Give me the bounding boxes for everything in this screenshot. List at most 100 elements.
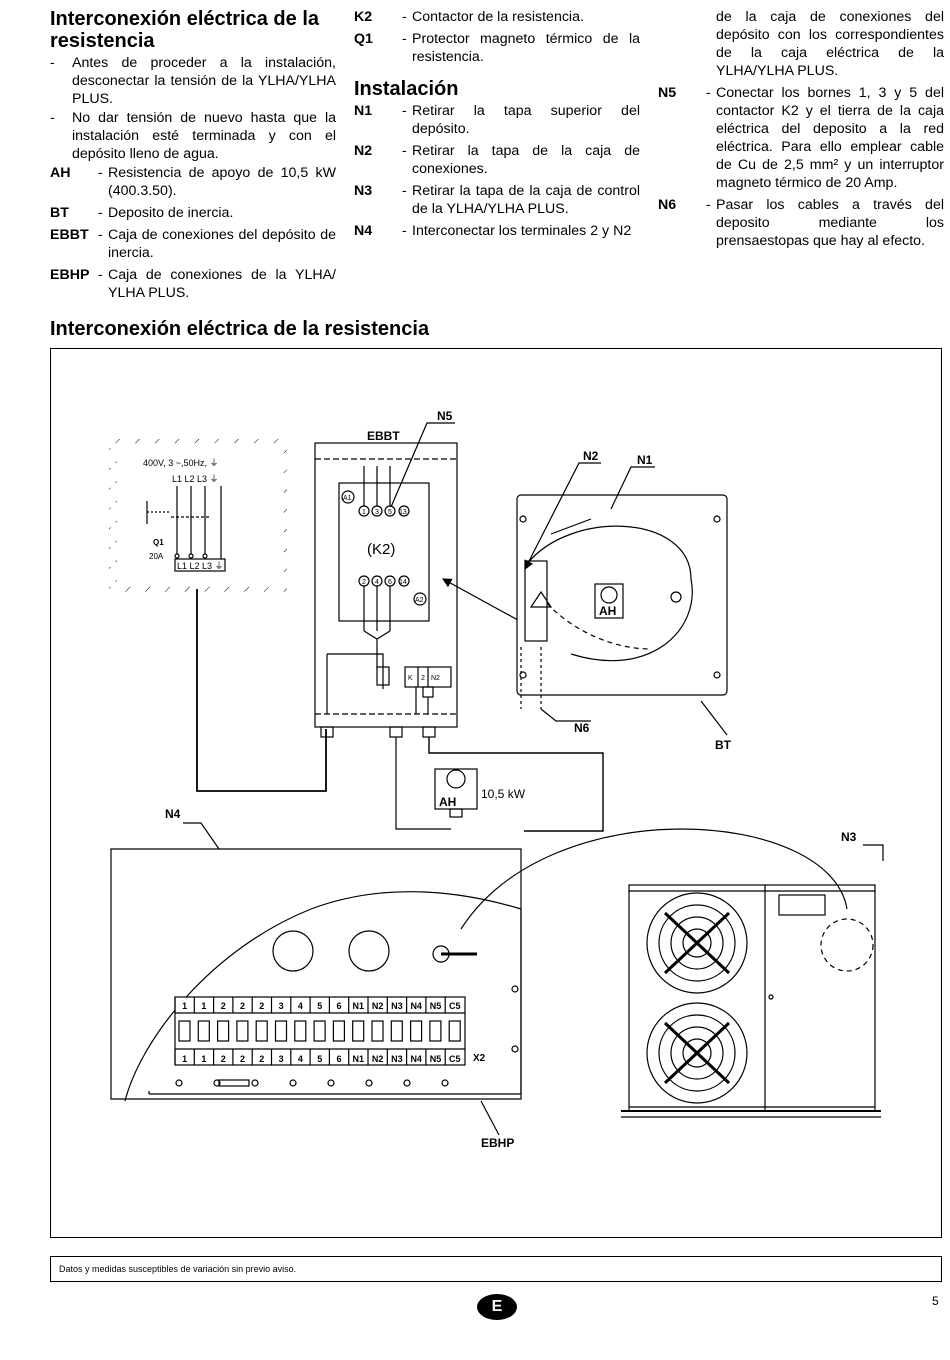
step-key: N1 — [354, 103, 373, 119]
terminal-label: 6 — [336, 1054, 341, 1064]
q1-amp: 20A — [149, 552, 164, 561]
step-row: N6- Pasar los cables a través del deposi… — [658, 197, 944, 249]
step-key: N6 — [658, 197, 677, 213]
contact: 5 — [388, 509, 392, 516]
definition-text: Caja de conexiones del depósito de inerc… — [108, 227, 336, 261]
terminal-label: 1 — [182, 1001, 187, 1011]
definition-key: AH — [50, 165, 71, 181]
contact: 2 — [362, 579, 366, 586]
supply-label: 400V, 3 ~,50Hz, ⏚ — [143, 458, 218, 468]
terminal-label: 6 — [336, 1001, 341, 1011]
terminal-label: 2 — [240, 1001, 245, 1011]
a1-label: A1 — [343, 495, 352, 502]
terminal-label: 2 — [240, 1054, 245, 1064]
terminal-label: N5 — [430, 1001, 442, 1011]
power-label: 10,5 kW — [481, 787, 526, 801]
step-row: N4- Interconectar los terminales 2 y N2 — [354, 222, 640, 240]
contact: 6 — [388, 579, 392, 586]
definition-text: Resistencia de apoyo de 10,5 kW (400.3.5… — [108, 165, 336, 199]
step-text: Pasar los cables a través del deposito m… — [716, 197, 944, 249]
definition-key: EBBT — [50, 227, 89, 243]
outdoor-unit — [621, 884, 881, 1118]
terminal-label: 4 — [298, 1054, 303, 1064]
terminal-label: N3 — [391, 1054, 403, 1064]
n3-label: N3 — [841, 830, 857, 844]
terminal-label: N5 — [430, 1054, 442, 1064]
terminal-screw — [313, 1020, 326, 1042]
step-continuation: de la caja de conexiones del depósito co… — [716, 9, 944, 79]
step-row: N5- Conectar los bornes 1, 3 y 5 del con… — [658, 85, 944, 191]
terminal-label: C5 — [449, 1054, 461, 1064]
terminal-label: 2 — [259, 1054, 264, 1064]
definition-row: EBBT- Caja de conexiones del depósito de… — [50, 227, 336, 261]
ah-tank-label: AH — [599, 604, 616, 618]
wiring-diagram-frame: 400V, 3 ~,50Hz, ⏚ L1 L2 L3 ⏚ Q1 20A L1 L… — [50, 348, 942, 1238]
bullet: Antes de proceder a la instalación, desc… — [50, 54, 336, 108]
terminal-screw — [274, 1020, 288, 1042]
contact: 3 — [375, 509, 379, 516]
n5-label: N5 — [437, 409, 453, 423]
terminal-label: 1 — [201, 1054, 206, 1064]
wiring-diagram: 400V, 3 ~,50Hz, ⏚ L1 L2 L3 ⏚ Q1 20A L1 L… — [109, 409, 884, 1150]
terminal-label: N2 — [372, 1001, 384, 1011]
bt-label: BT — [715, 738, 732, 752]
terminal-screw — [294, 1020, 307, 1042]
terminal-label: N2 — [372, 1054, 384, 1064]
terminal-label: N4 — [410, 1054, 422, 1064]
n4-label: N4 — [165, 807, 181, 821]
definition-key: K2 — [354, 9, 373, 25]
supply-panel: 400V, 3 ~,50Hz, ⏚ L1 L2 L3 ⏚ Q1 20A L1 L… — [109, 439, 287, 593]
n2-terminal: N2 — [431, 675, 440, 682]
definition-text: Caja de conexiones de la YLHA/ YLHA PLUS… — [108, 267, 336, 301]
terminal-screw — [352, 1020, 365, 1042]
ebbt-label: EBBT — [367, 429, 400, 443]
k-terminal: K — [408, 675, 413, 682]
x2-label: X2 — [473, 1053, 486, 1064]
terminal-screw — [448, 1020, 461, 1042]
column-2: K2- Contactor de la resistencia. Q1- Pro… — [354, 8, 640, 244]
step-text: Interconectar los terminales 2 y N2 — [412, 223, 632, 239]
contact: 14 — [399, 579, 407, 586]
step-text: Retirar la tapa de la caja de control de… — [412, 183, 640, 217]
step-text: Conectar los bornes 1, 3 y 5 del contact… — [716, 85, 944, 191]
definition-key: Q1 — [354, 31, 373, 47]
terminal-label: N4 — [410, 1001, 422, 1011]
terminal-label: 2 — [259, 1001, 264, 1011]
terminal-label: C5 — [449, 1001, 461, 1011]
q1-label: Q1 — [153, 538, 164, 547]
n2-label: N2 — [583, 449, 599, 463]
terminal-screw — [390, 1020, 403, 1042]
two-terminal: 2 — [421, 675, 425, 682]
footer-disclaimer: Datos y medidas susceptibles de variació… — [50, 1256, 942, 1282]
step-key: N2 — [354, 143, 373, 159]
step-text: Retirar la tapa de la caja de conexiones… — [412, 143, 640, 177]
n1-label: N1 — [637, 453, 653, 467]
definition-key: BT — [50, 205, 69, 221]
figure-title: Interconexión eléctrica de la resistenci… — [50, 318, 430, 340]
step-row: N3- Retirar la tapa de la caja de contro… — [354, 183, 640, 217]
lines-top-label: L1 L2 L3 ⏚ — [172, 474, 219, 484]
bullet: No dar tensión de nuevo hasta que la ins… — [50, 109, 336, 163]
lines-bottom-label: L1 L2 L3 ⏚ — [177, 561, 224, 571]
definition-row: BT- Deposito de inercia. — [50, 204, 336, 222]
k2-label: (K2) — [367, 541, 395, 558]
ah-heater: AH 10,5 kW — [434, 768, 526, 818]
terminal-label: 3 — [279, 1054, 284, 1064]
definition-text: Deposito de inercia. — [108, 205, 234, 221]
step-row: N1- Retirar la tapa superior del depósit… — [354, 103, 640, 137]
ah-label: AH — [439, 795, 456, 809]
terminal-screw — [197, 1020, 210, 1042]
ebbt-box: EBBT (K2) A1 A2 1 3 5 13 2 4 6 14 K 2 N2 — [314, 429, 458, 738]
column-1: Interconexión eléctrica de la resistenci… — [50, 8, 336, 306]
page-number: 5 — [932, 1294, 939, 1308]
step-key: N3 — [354, 183, 373, 199]
bt-tank: AH N1 N2 N6 BT — [516, 449, 732, 752]
terminal-label: 1 — [182, 1054, 187, 1064]
terminal-screw — [255, 1020, 268, 1042]
definition-row: Q1- Protector magneto térmico de la resi… — [354, 31, 640, 65]
definition-text: Contactor de la resistencia. — [412, 9, 584, 25]
contact: 4 — [375, 579, 379, 586]
step-key: N4 — [354, 223, 373, 239]
